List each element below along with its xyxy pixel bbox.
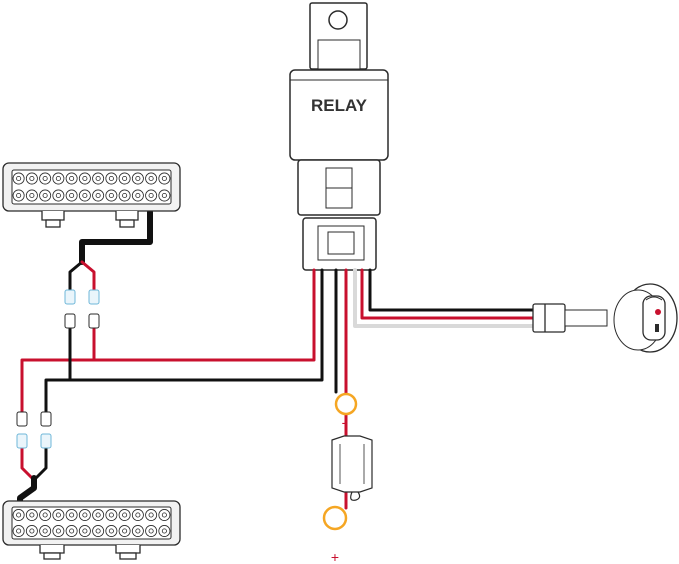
led-lamp-core [135, 512, 141, 518]
led-lamp-core [95, 175, 101, 182]
led-lamp-core [135, 528, 141, 534]
led-lamp-core [148, 528, 154, 534]
led-lamp-core [42, 512, 48, 518]
led-lamp-core [69, 175, 75, 182]
black-wire-switch [368, 268, 537, 312]
connector-male [16, 411, 28, 427]
led-lamp-core [95, 512, 101, 518]
led-lamp-core [69, 192, 75, 199]
led-lamp-core [16, 528, 22, 534]
led-lamp-core [29, 175, 35, 182]
fuse-holder-icon [331, 435, 373, 501]
led-lamp-core [42, 528, 48, 534]
relay [289, 2, 389, 271]
led-lamp-core [16, 175, 22, 182]
white-wire-switch [353, 268, 537, 328]
led-lamp-core [82, 528, 88, 534]
light-bar-icon [2, 500, 181, 560]
led-lamp-core [16, 512, 22, 518]
led-lamp-core [135, 192, 141, 199]
connector-male [64, 313, 76, 329]
led-lamp-core [122, 512, 128, 518]
ring-terminal-icon [334, 392, 358, 416]
led-lamp-core [148, 175, 154, 182]
light-bar-icon [2, 162, 181, 228]
red-wire-lights [20, 268, 316, 414]
led-lamp-core [161, 528, 167, 534]
led-lamp-core [108, 175, 114, 182]
led-lamp-core [29, 192, 35, 199]
connectors-top [64, 289, 100, 329]
top-light-cable [79, 209, 153, 265]
red-wire-switch [360, 268, 537, 320]
connector-female [88, 289, 100, 305]
connector-female [40, 433, 52, 449]
led-lamp-core [55, 192, 61, 199]
rocker-switch-icon [532, 283, 678, 353]
led-lamp-core [69, 512, 75, 518]
light-bar-lamps [12, 172, 171, 202]
led-lamp-core [55, 512, 61, 518]
led-lamp-core [82, 192, 88, 199]
led-lamp-core [108, 512, 114, 518]
led-lamp-core [95, 528, 101, 534]
led-lamp-core [148, 512, 154, 518]
led-lamp-core [55, 175, 61, 182]
connector-female [64, 289, 76, 305]
connector-male [88, 313, 100, 329]
led-lamp-core [42, 192, 48, 199]
led-lamp-core [108, 528, 114, 534]
led-lamp-core [82, 512, 88, 518]
connectors-bottom [16, 411, 52, 449]
led-lamp-core [16, 192, 22, 199]
connector-female [16, 433, 28, 449]
connector-male [40, 411, 52, 427]
switch-plug [532, 303, 566, 333]
led-lamp-core [95, 192, 101, 199]
led-lamp-core [29, 512, 35, 518]
wires [17, 209, 537, 510]
relay-label: RELAY [311, 96, 368, 115]
ring-terminal-icon [322, 505, 348, 531]
led-lamp-core [69, 528, 75, 534]
led-lamp-core [42, 175, 48, 182]
led-lamp-core [161, 175, 167, 182]
led-lamp-core [135, 175, 141, 182]
led-lamp-core [29, 528, 35, 534]
led-lamp-core [108, 192, 114, 199]
switch-off-mark [655, 324, 659, 332]
relay-body [289, 69, 389, 161]
led-lamp-core [122, 192, 128, 199]
positive-label: + [331, 549, 339, 564]
led-lamp-core [122, 175, 128, 182]
led-lamp-core [148, 192, 154, 199]
led-lamp-core [55, 528, 61, 534]
light-bar-lamps [12, 509, 171, 537]
led-lamp-core [122, 528, 128, 534]
black-wire-lights [44, 268, 324, 414]
led-lamp-core [161, 192, 167, 199]
negative-label: - [342, 414, 347, 430]
relay-mount-hole [328, 10, 348, 30]
led-lamp-core [82, 175, 88, 182]
switch-indicator [655, 309, 661, 315]
led-lamp-core [161, 512, 167, 518]
